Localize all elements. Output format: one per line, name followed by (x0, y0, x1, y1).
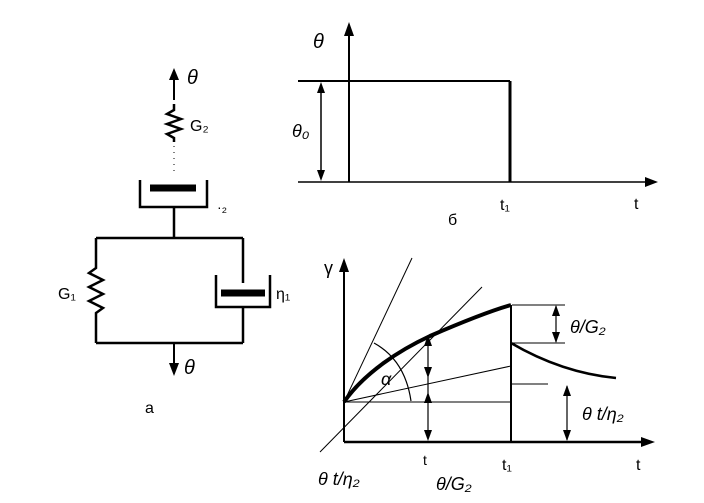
panel-b-caption: б (448, 212, 457, 229)
creep-label: θ t/η₂ (582, 404, 624, 424)
spring-g1 (86, 238, 106, 343)
jump-label: θ/G₂ (570, 317, 606, 337)
spring-g2-label: G₂ (190, 118, 209, 135)
spring-g1-label: G₁ (58, 286, 76, 303)
theta0-label: θ₀ (292, 121, 310, 141)
panel-c-x-label: t (636, 457, 641, 474)
alpha-arc (373, 342, 412, 402)
panel-c-y-arrowhead (339, 258, 349, 272)
panel-b-x-label: t (634, 196, 639, 213)
panel-c-t1-label: t₁ (502, 457, 512, 474)
panel-b-t1-label: t₁ (500, 197, 510, 214)
panel-c-t-label: t (423, 452, 427, 468)
panel-a-model: θ G₂ ·₂ G₁ η₁ θ а (58, 67, 290, 417)
t-dim-arrow-mid-up (424, 392, 432, 403)
bottom-left-formula: θ t/η₂ (318, 469, 360, 489)
creep-curve (342, 303, 512, 404)
panel-b-y-label: θ (313, 31, 324, 53)
panel-c-x-arrowhead (641, 437, 655, 447)
creep-dim-arrow-down (563, 430, 571, 441)
theta0-dim-arrow-up (317, 82, 325, 93)
t-dim-arrow-top (424, 335, 432, 346)
panel-b-x-arrowhead (645, 177, 658, 187)
initial-tangent-line (343, 257, 413, 403)
panel-a-caption: а (145, 400, 154, 417)
panel-c-y-label: γ (324, 258, 333, 278)
creep-dim-arrow-up (563, 385, 571, 396)
dashpot-eta2-cup (138, 180, 209, 209)
panel-b-stress-plot: θ t θ₀ t₁ б (292, 22, 658, 229)
spring-g2 (163, 104, 185, 142)
top-force-arrowhead (169, 68, 179, 80)
dashpot-eta1-label: η₁ (276, 286, 290, 303)
alpha-label: α (381, 369, 392, 389)
t-dim-arrow-mid-down (424, 367, 432, 378)
panel-b-y-arrowhead (344, 22, 354, 36)
g2-dim-arrow-up (552, 305, 560, 316)
dashpot-eta2-label: ·₂ (217, 199, 227, 215)
panel-c-strain-plot: γ t α θ/G₂ (318, 257, 655, 494)
theta0-dim-arrow-down (317, 170, 325, 181)
theta-top-label: θ (187, 67, 198, 89)
theta-bottom-label: θ (184, 357, 195, 379)
bottom-g2-formula: θ/G₂ (436, 474, 472, 494)
recovery-curve (510, 341, 617, 380)
g2-dim-arrow-down (552, 332, 560, 343)
bottom-force-arrowhead (169, 363, 179, 376)
t-dim-arrow-bottom (424, 430, 432, 441)
